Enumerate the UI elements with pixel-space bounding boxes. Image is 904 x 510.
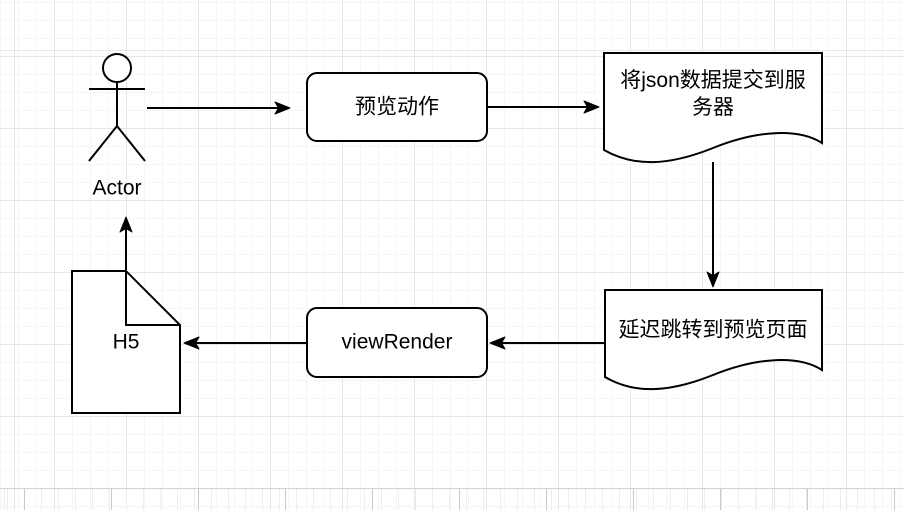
actor-right-leg <box>116 125 146 162</box>
actor-head <box>102 53 132 83</box>
h5-note-fold <box>125 271 180 326</box>
h5-label: H5 <box>112 330 140 354</box>
actor-label: Actor <box>92 176 142 200</box>
preview-action-shape[interactable] <box>306 72 488 142</box>
view-render-label: viewRender <box>341 330 453 354</box>
view-render-shape[interactable] <box>306 307 488 378</box>
actor-left-leg <box>88 125 118 162</box>
submit-json-label: 将json数据提交到服务器 <box>620 69 806 119</box>
delay-redirect-shape[interactable] <box>604 289 823 391</box>
actor-shape[interactable] <box>88 53 146 162</box>
submit-json-shape[interactable] <box>603 52 823 164</box>
page-boundary-line <box>0 488 904 489</box>
h5-shape[interactable] <box>71 270 181 414</box>
page-bottom-ruler <box>0 489 904 510</box>
preview-action-label: 预览动作 <box>355 95 439 119</box>
h5-note-outline <box>71 270 181 414</box>
delay-redirect-label: 延迟跳转到预览页面 <box>618 318 808 342</box>
